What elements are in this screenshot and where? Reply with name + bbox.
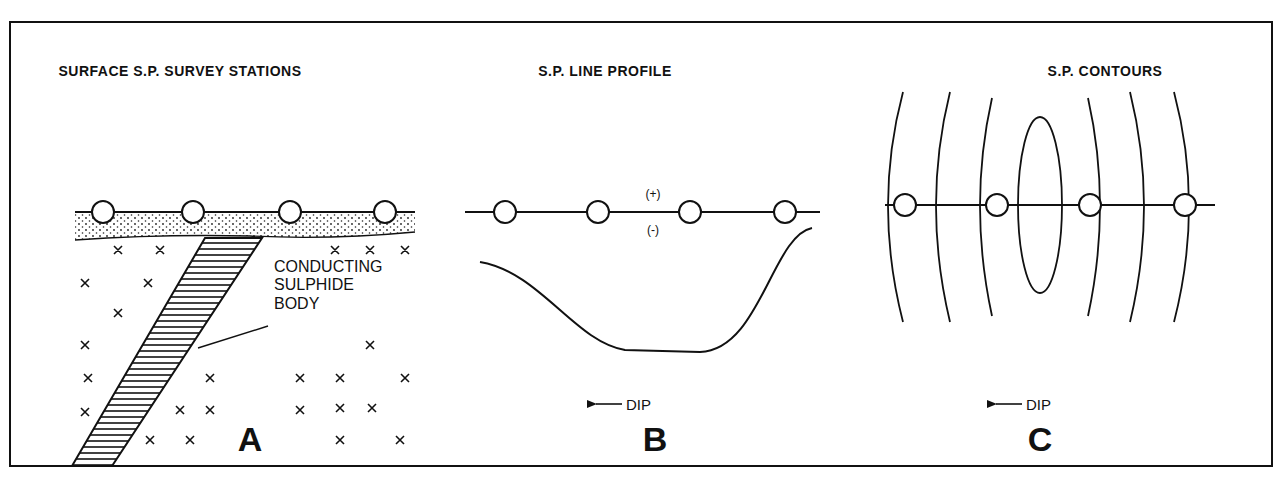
profile-baseline	[465, 211, 820, 213]
polarity-sign: (+)	[644, 188, 663, 202]
panel-letter: C	[1028, 420, 1053, 459]
survey-stations	[494, 201, 796, 223]
panel-title: SURFACE S.P. SURVEY STATIONS	[59, 63, 302, 79]
rock-marks	[81, 246, 409, 444]
section-c	[885, 92, 1215, 404]
sp-profile-curve	[480, 228, 812, 352]
panel-letter: A	[238, 420, 263, 459]
overburden	[75, 214, 415, 240]
dip-arrow	[596, 403, 622, 405]
contour-line	[1130, 92, 1144, 322]
survey-stations	[894, 194, 1196, 216]
contour-line	[936, 92, 950, 322]
section-b	[465, 201, 820, 404]
dip-arrow	[996, 403, 1022, 405]
panel-title: S.P. LINE PROFILE	[538, 63, 672, 79]
dip-label: DIP	[1026, 396, 1051, 413]
leader-line	[198, 326, 268, 348]
survey-stations	[92, 201, 396, 223]
frame	[10, 22, 1272, 466]
polarity-sign: (-)	[645, 224, 661, 238]
body-label: CONDUCTING SULPHIDE BODY	[274, 258, 382, 313]
dip-label: DIP	[626, 396, 651, 413]
panel-letter: B	[643, 420, 668, 459]
ground-surface	[75, 211, 415, 213]
survey-line	[885, 204, 1215, 206]
section-a	[72, 201, 415, 466]
sulphide-body	[72, 238, 262, 466]
panel-title: S.P. CONTOURS	[1048, 63, 1163, 79]
